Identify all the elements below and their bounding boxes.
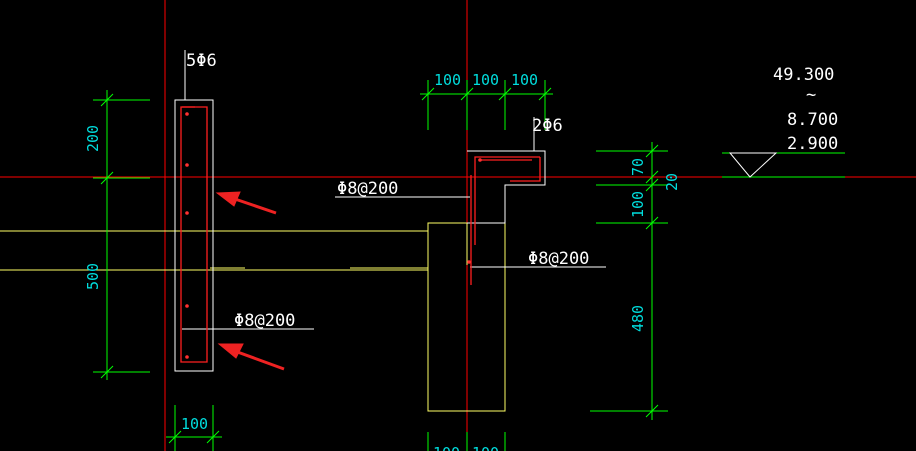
dim-right-480: 480 <box>629 305 647 332</box>
dim-tick <box>206 430 220 444</box>
dim-top-100-c: 100 <box>511 71 538 89</box>
left-column-rebar <box>180 106 208 363</box>
dim-tick <box>421 87 435 101</box>
rebar-dot <box>185 304 189 308</box>
dim-bottom-100: 100 <box>181 415 208 433</box>
elevation-mid: 8.700 <box>787 110 838 130</box>
dim-tick <box>100 93 114 107</box>
parapet-outline <box>467 150 546 224</box>
stirrup-left-label: Φ8@200 <box>234 311 295 331</box>
dim-left-500: 500 <box>84 263 102 290</box>
rebar-dot <box>185 163 189 167</box>
elevation-top: 49.300 <box>773 65 834 85</box>
rebar-dots <box>185 112 482 359</box>
dim-tick <box>100 365 114 379</box>
dim-right-70: 70 <box>629 158 647 176</box>
slab-lines <box>0 222 506 412</box>
left-column-outline <box>174 99 214 372</box>
dim-tick <box>460 87 474 101</box>
annotation-arrows <box>215 191 285 371</box>
rebar-dot <box>185 112 189 116</box>
outlines <box>174 50 606 372</box>
stirrup-right-label: Φ8@200 <box>528 249 589 269</box>
elevation-low: 2.900 <box>787 134 838 154</box>
elevation-tilde: ~ <box>806 85 816 105</box>
dim-right-100: 100 <box>629 191 647 218</box>
elevation-triangle <box>728 152 778 178</box>
dim-tick <box>498 87 512 101</box>
dim-tick <box>538 87 552 101</box>
arrow-upper-head <box>215 191 241 207</box>
dimension-lines <box>93 80 845 451</box>
dim-tick <box>645 170 659 184</box>
dim-tick <box>168 430 182 444</box>
rebar-dot <box>185 211 189 215</box>
dim-top-100-a: 100 <box>434 71 461 89</box>
dim-right-20: 20 <box>663 173 681 191</box>
dim-tick <box>645 404 659 418</box>
dim-top-100-b: 100 <box>472 71 499 89</box>
dim-left-200: 200 <box>84 125 102 152</box>
arrow-lower-shaft <box>231 348 285 371</box>
rebars <box>180 106 541 363</box>
top-rebar-left-label: 5Φ6 <box>186 51 217 71</box>
stirrup-mid-label: Φ8@200 <box>337 179 398 199</box>
dim-bottom-cut-b: 100 <box>472 444 499 451</box>
arrow-lower-head <box>217 343 244 359</box>
dim-tick <box>645 144 659 158</box>
rebar-dot <box>467 260 471 264</box>
arrow-upper-shaft <box>231 196 277 215</box>
dim-tick <box>645 216 659 230</box>
dim-tick <box>100 171 114 185</box>
parapet-rebar <box>474 156 541 245</box>
dim-bottom-cut-a: 100 <box>433 444 460 451</box>
top-rebar-right-label: 2Φ6 <box>532 116 563 136</box>
rebar-dot <box>478 158 482 162</box>
rebar-dot <box>185 355 189 359</box>
dim-tick <box>645 178 659 192</box>
